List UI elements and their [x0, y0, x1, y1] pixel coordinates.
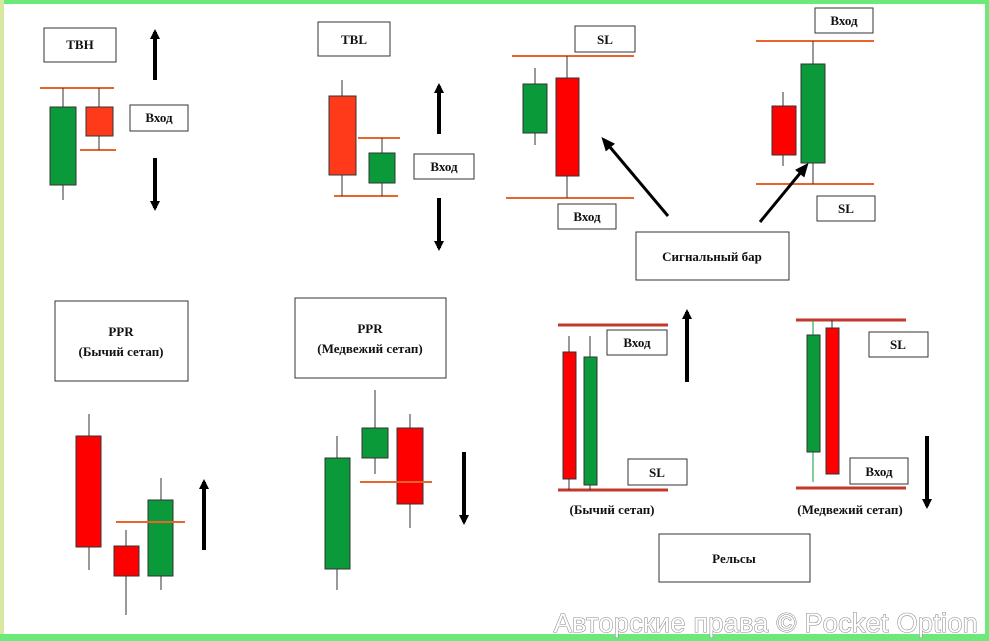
signal-bear-signal-candle: [555, 77, 580, 177]
signal-bear-entry-label: Вход: [573, 209, 601, 224]
rails-bull-sl-box: [627, 458, 688, 486]
tbl-label: TBL: [341, 32, 367, 47]
rails-bear-bear-candle: [825, 327, 840, 475]
signal-pointer-left-arrow: [601, 136, 670, 217]
tbh-entry-label: Вход: [145, 110, 173, 125]
rails-bear-entry-label: Вход: [865, 464, 893, 479]
signal-bull-entry-label: Вход: [830, 13, 858, 28]
ppr-bear-section: PPR (Медвежий сетап): [294, 297, 469, 590]
ppr-bull-bear-candle: [75, 435, 102, 548]
ppr-bear-label-box: [294, 297, 447, 379]
rails-bear-sl-label: SL: [890, 337, 906, 352]
signal-bear-section: SL Вход: [506, 25, 636, 230]
ppr-bull-title: PPR: [108, 324, 134, 339]
ppr-bear-title: PPR: [357, 321, 383, 336]
ppr-bear-small-bull-candle: [361, 427, 389, 459]
rails-label: Рельсы: [712, 551, 756, 566]
rails-bull-section: Вход SL (Бычий сетап): [558, 309, 692, 517]
signal-bull-section: Вход SL: [756, 7, 876, 222]
rails-bear-bull-candle: [806, 334, 821, 453]
tbl-section: TBL Вход: [317, 21, 475, 251]
tbl-bull-candle: [368, 152, 396, 184]
tbh-bull-candle: [49, 106, 77, 186]
rails-callout: Рельсы: [658, 533, 811, 583]
tbh-label: TBH: [66, 37, 93, 52]
tbh-entry-box: [129, 104, 189, 132]
rails-box: [658, 533, 811, 583]
signal-bear-entry-box: [557, 203, 617, 230]
tbl-bear-candle: [328, 95, 357, 176]
tbh-bear-candle: [85, 106, 114, 137]
signal-bull-sl-label: SL: [838, 201, 854, 216]
left-frame: [0, 0, 4, 641]
rails-bull-entry-box: [606, 329, 668, 356]
signal-bear-sl-label: SL: [597, 32, 613, 47]
signal-bull-bear-candle: [771, 105, 797, 156]
ppr-bull-section: PPR (Бычий сетап): [54, 300, 209, 615]
rails-bear-caption: (Медвежий сетап): [797, 502, 902, 517]
ppr-bear-subtitle: (Медвежий сетап): [317, 341, 422, 356]
signal-bar-callout: Сигнальный бар: [601, 136, 809, 281]
signal-bull-signal-candle: [800, 63, 826, 164]
right-frame: [985, 0, 989, 641]
tbh-label-box: [43, 27, 117, 63]
rails-bull-entry-label: Вход: [623, 335, 651, 350]
ppr-bull-bull-candle: [147, 499, 174, 577]
rails-bull-bull-candle: [583, 356, 598, 486]
ppr-bull-subtitle: (Бычий сетап): [78, 344, 163, 359]
tbl-entry-label: Вход: [430, 159, 458, 174]
signal-bear-bull-candle: [522, 83, 548, 134]
bottom-frame: [0, 634, 989, 641]
ppr-bull-label-box: [54, 300, 189, 382]
signal-bull-entry-box: [814, 7, 874, 34]
rails-bull-caption: (Бычий сетап): [569, 502, 654, 517]
rails-bull-sl-label: SL: [649, 465, 665, 480]
tbh-section: TBH Вход: [40, 27, 189, 211]
rails-bull-bear-candle: [562, 351, 577, 480]
top-frame: [0, 0, 989, 4]
signal-bull-sl-box: [816, 195, 876, 222]
ppr-bear-bull-candle: [324, 457, 351, 570]
rails-bear-sl-box: [868, 331, 929, 358]
tbl-entry-box: [413, 153, 475, 180]
signal-bear-sl-box: [574, 25, 636, 53]
copyright-watermark: Авторские права © Pocket Option: [554, 608, 978, 638]
tbl-label-box: [317, 21, 391, 57]
ppr-bear-bear-candle: [396, 427, 424, 505]
rails-bear-entry-box: [849, 457, 909, 485]
signal-bar-label: Сигнальный бар: [662, 249, 762, 264]
signal-bar-box: [635, 231, 790, 281]
signal-pointer-right-arrow: [758, 162, 809, 223]
ppr-bull-small-bear-candle: [113, 545, 140, 577]
rails-bear-section: SL Вход (Медвежий сетап): [796, 318, 932, 517]
